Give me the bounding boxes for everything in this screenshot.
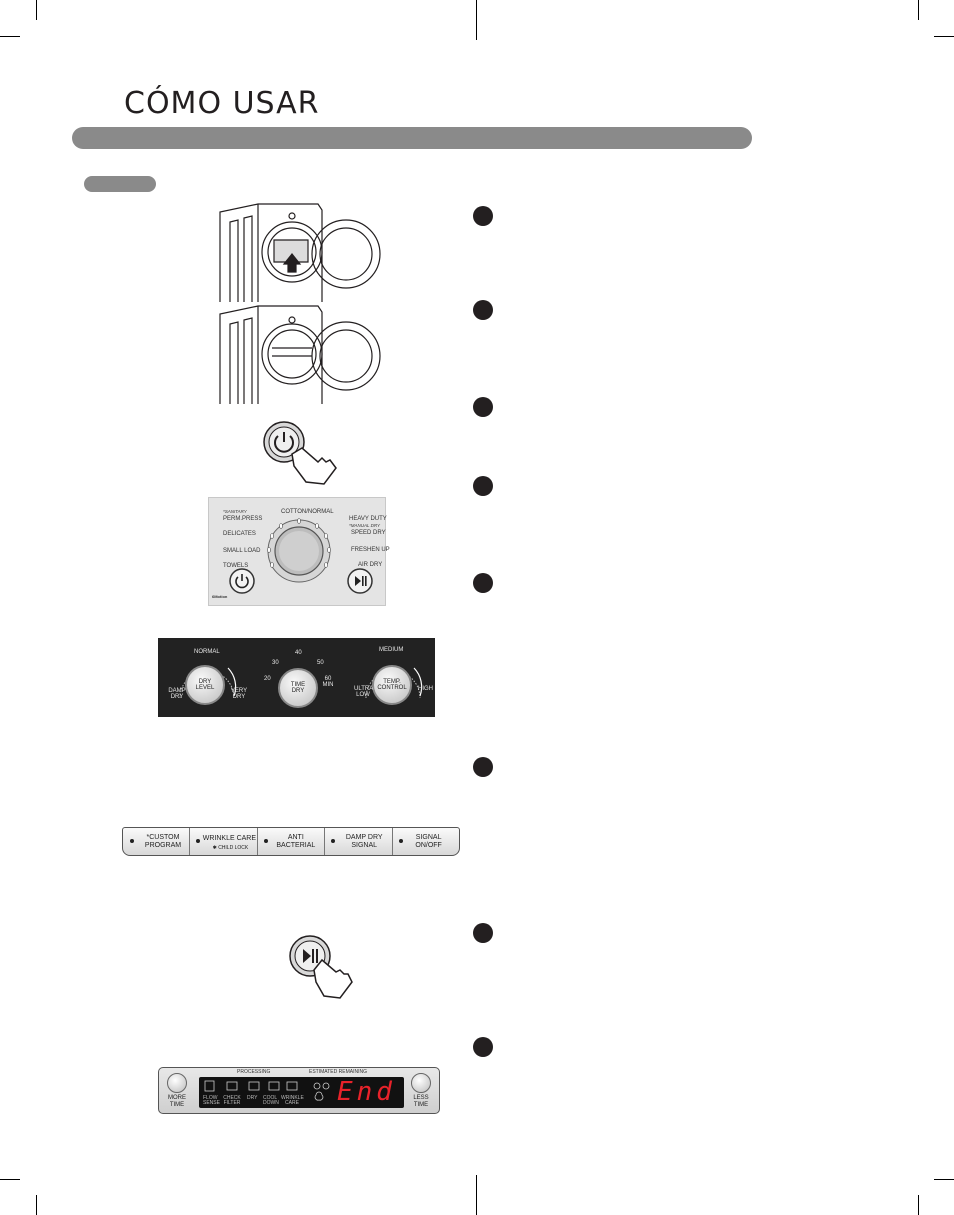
dryer-door-open-illustration (219, 305, 381, 404)
child-lock-label: ✱ CHILD LOCK (212, 845, 249, 851)
time-dry-tick-50: 50 (317, 660, 324, 666)
less-time-label: LESS TIME (413, 1095, 429, 1108)
crop-mark (934, 1179, 954, 1180)
page-title: CÓMO USAR (124, 86, 320, 121)
option-button-bar: *CUSTOM PROGRAM WRINKLE CARE ✱ CHILD LOC… (122, 827, 460, 856)
status-icons (313, 1082, 330, 1101)
cycle-label-air-dry: AIR DRY (358, 562, 383, 568)
processing-label: PROCESSING (237, 1069, 271, 1075)
time-dry-button[interactable] (278, 668, 318, 708)
more-time-label: MORE TIME (168, 1095, 186, 1108)
stage-dry: DRY (247, 1095, 258, 1101)
custom-program-label: *CUSTOM PROGRAM (144, 834, 182, 849)
custom-program-button[interactable]: *CUSTOM PROGRAM (123, 828, 191, 855)
dry-level-normal: NORMAL (194, 649, 220, 655)
time-dry-tick-60: 60 MIN (322, 676, 334, 688)
dial-control-panel: DRY LEVEL NORMAL DAMP DRY VERY DRY TIME … (158, 638, 435, 717)
estimated-remaining-label: ESTIMATED REMAINING (309, 1069, 367, 1075)
dryer-lint-filter-illustration (219, 203, 381, 302)
step-7-bullet (473, 923, 493, 943)
section-header-bar (72, 127, 752, 149)
anti-bacterial-button[interactable]: ANTI BACTERIAL (258, 828, 326, 855)
dry-level-damp: DAMP DRY (168, 688, 186, 700)
cycle-selector-knob[interactable] (263, 518, 335, 584)
time-dry-tick-40: 40 (295, 650, 302, 656)
registration-mark (476, 0, 477, 40)
crop-mark (0, 1179, 20, 1180)
wrinkle-care-label: WRINKLE CARE (202, 835, 257, 842)
step-2-bullet (473, 300, 493, 320)
cycle-label-delicates: DELICATES (223, 531, 256, 537)
stage-flow-sense: FLOW SENSE (203, 1095, 220, 1106)
time-dry-tick-20: 20 (264, 676, 271, 682)
anti-bacterial-label: ANTI BACTERIAL (276, 834, 316, 849)
crop-mark (0, 36, 20, 37)
cycle-label-perm-press: PERM.PRESS (223, 516, 263, 522)
signal-on-off-button[interactable]: SIGNAL ON/OFF (393, 828, 459, 855)
step-6-bullet (473, 757, 493, 777)
power-button-press-illustration (263, 421, 337, 485)
more-time-button[interactable] (167, 1073, 187, 1093)
temp-control-high: HIGH (418, 686, 433, 692)
step-5-bullet (473, 573, 493, 593)
stage-wrinkle-care: WRINKLE CARE (281, 1095, 304, 1106)
cycle-label-manual-dry: *MANUAL DRY (349, 523, 381, 528)
temp-control-ultra-low: ULTRA LOW (354, 686, 374, 698)
cycle-label-cotton-normal: COTTON/NORMAL (281, 509, 334, 515)
cycle-label-freshen-up: FRESHEN UP (351, 547, 390, 553)
start-pause-press-illustration (289, 935, 353, 999)
crop-mark (918, 0, 919, 20)
power-button[interactable] (229, 568, 255, 594)
dry-level-label: DRY LEVEL (195, 679, 215, 691)
damp-dry-signal-button[interactable]: DAMP DRY SIGNAL (325, 828, 393, 855)
cycle-label-sanitary: *SANITARY (223, 509, 247, 514)
cycle-label-towels: TOWELS (223, 563, 249, 569)
crop-mark (918, 1195, 919, 1215)
step-3-bullet (473, 397, 493, 417)
dry-level-very: VERY DRY (230, 688, 248, 700)
signal-on-off-label: SIGNAL ON/OFF (415, 834, 442, 849)
registration-mark (476, 1175, 477, 1215)
step-1-bullet (473, 206, 493, 226)
stage-cool-down: COOL DOWN (263, 1095, 279, 1106)
crop-mark (36, 1195, 37, 1215)
crop-mark (934, 36, 954, 37)
display-panel: MORE TIME PROCESSING ESTIMATED REMAINING… (158, 1067, 440, 1114)
step-8-bullet (473, 1037, 493, 1057)
lcd-readout: End (337, 1077, 396, 1107)
wrinkle-care-button[interactable]: WRINKLE CARE ✱ CHILD LOCK (190, 828, 258, 855)
start-pause-button[interactable] (347, 568, 373, 594)
crop-mark (36, 0, 37, 20)
stage-icons (204, 1080, 298, 1092)
subsection-pill (84, 176, 156, 192)
brand-logo: 6Motion (212, 594, 228, 599)
less-time-button[interactable] (411, 1073, 431, 1093)
time-dry-label: TIME DRY (290, 682, 306, 694)
temp-control-medium: MEDIUM (379, 647, 404, 653)
time-dry-tick-30: 30 (272, 660, 279, 666)
stage-check-filter: CHECK FILTER (223, 1095, 241, 1106)
cycle-selector-panel: *SANITARY PERM.PRESS DELICATES SMALL LOA… (208, 497, 390, 606)
dry-level-button[interactable] (185, 665, 225, 705)
cycle-label-heavy-duty: HEAVY DUTY (349, 516, 387, 522)
temp-control-button[interactable] (372, 665, 412, 705)
cycle-label-small-load: SMALL LOAD (223, 548, 261, 554)
cycle-label-speed-dry: SPEED DRY (351, 530, 386, 536)
damp-dry-signal-label: DAMP DRY SIGNAL (345, 834, 383, 849)
step-4-bullet (473, 476, 493, 496)
temp-control-label: TEMP. CONTROL (377, 679, 407, 691)
